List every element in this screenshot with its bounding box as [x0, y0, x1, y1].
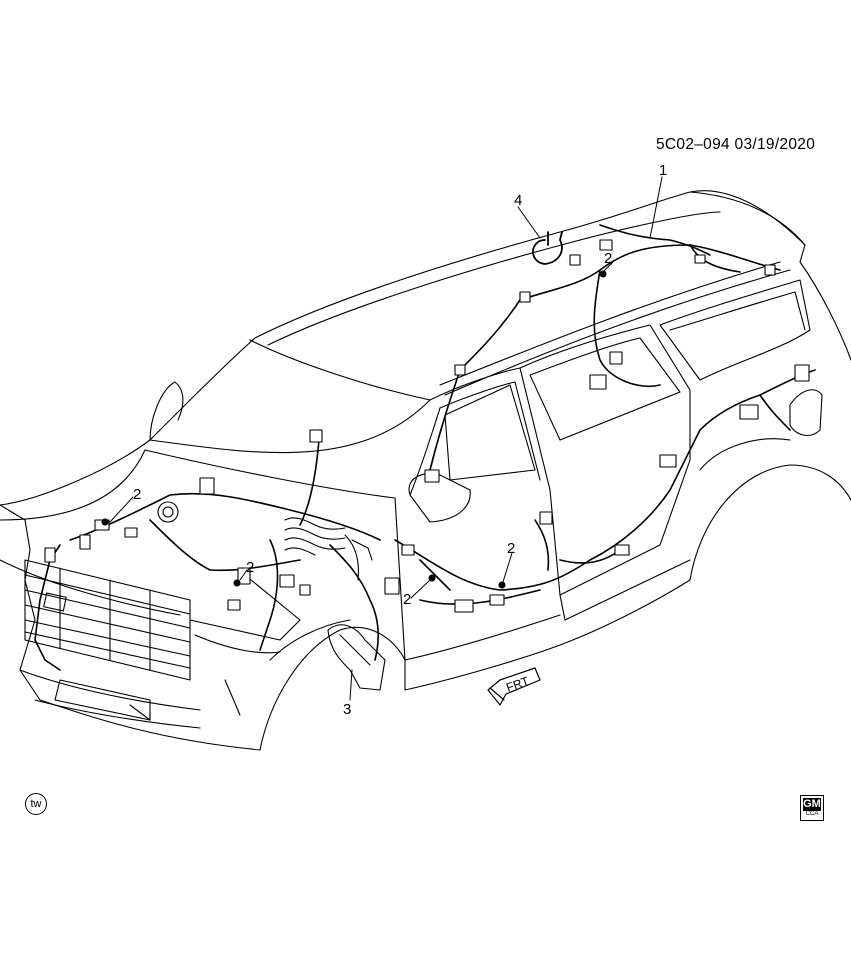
- gm-logo-subtext: CCA: [805, 811, 819, 817]
- callout-2-engine-right: 2: [246, 559, 254, 576]
- callout-4: 4: [514, 192, 522, 209]
- document-id-date: 5C02–094 03/19/2020: [656, 136, 816, 153]
- callout-leaders: [109, 176, 663, 701]
- callout-3: 3: [343, 701, 351, 718]
- gm-logo-letters: GM: [803, 798, 821, 811]
- callout-2-engine-left: 2: [133, 486, 141, 503]
- front-direction-arrow: [487, 667, 541, 706]
- tw-badge: tw: [25, 793, 47, 815]
- fastener-clips: [101, 270, 607, 589]
- roof-loop-harness: [532, 231, 563, 265]
- callout-2-front-door: 2: [403, 591, 411, 608]
- gm-logo: GM CCA: [800, 795, 824, 821]
- callout-2-rear-door: 2: [507, 540, 515, 557]
- wiring-harness-routes: [34, 224, 816, 671]
- wheelhouse-harness-shield: [327, 624, 386, 691]
- callout-1: 1: [659, 162, 667, 179]
- callout-2-roof: 2: [604, 250, 612, 267]
- callout-labels: 1 2 2 2 2 2 3 4: [133, 162, 667, 718]
- engine-harness-cluster: [157, 501, 373, 581]
- vehicle-body-outline: [0, 190, 851, 751]
- harness-connectors: [44, 239, 810, 613]
- front-grille: [24, 559, 191, 681]
